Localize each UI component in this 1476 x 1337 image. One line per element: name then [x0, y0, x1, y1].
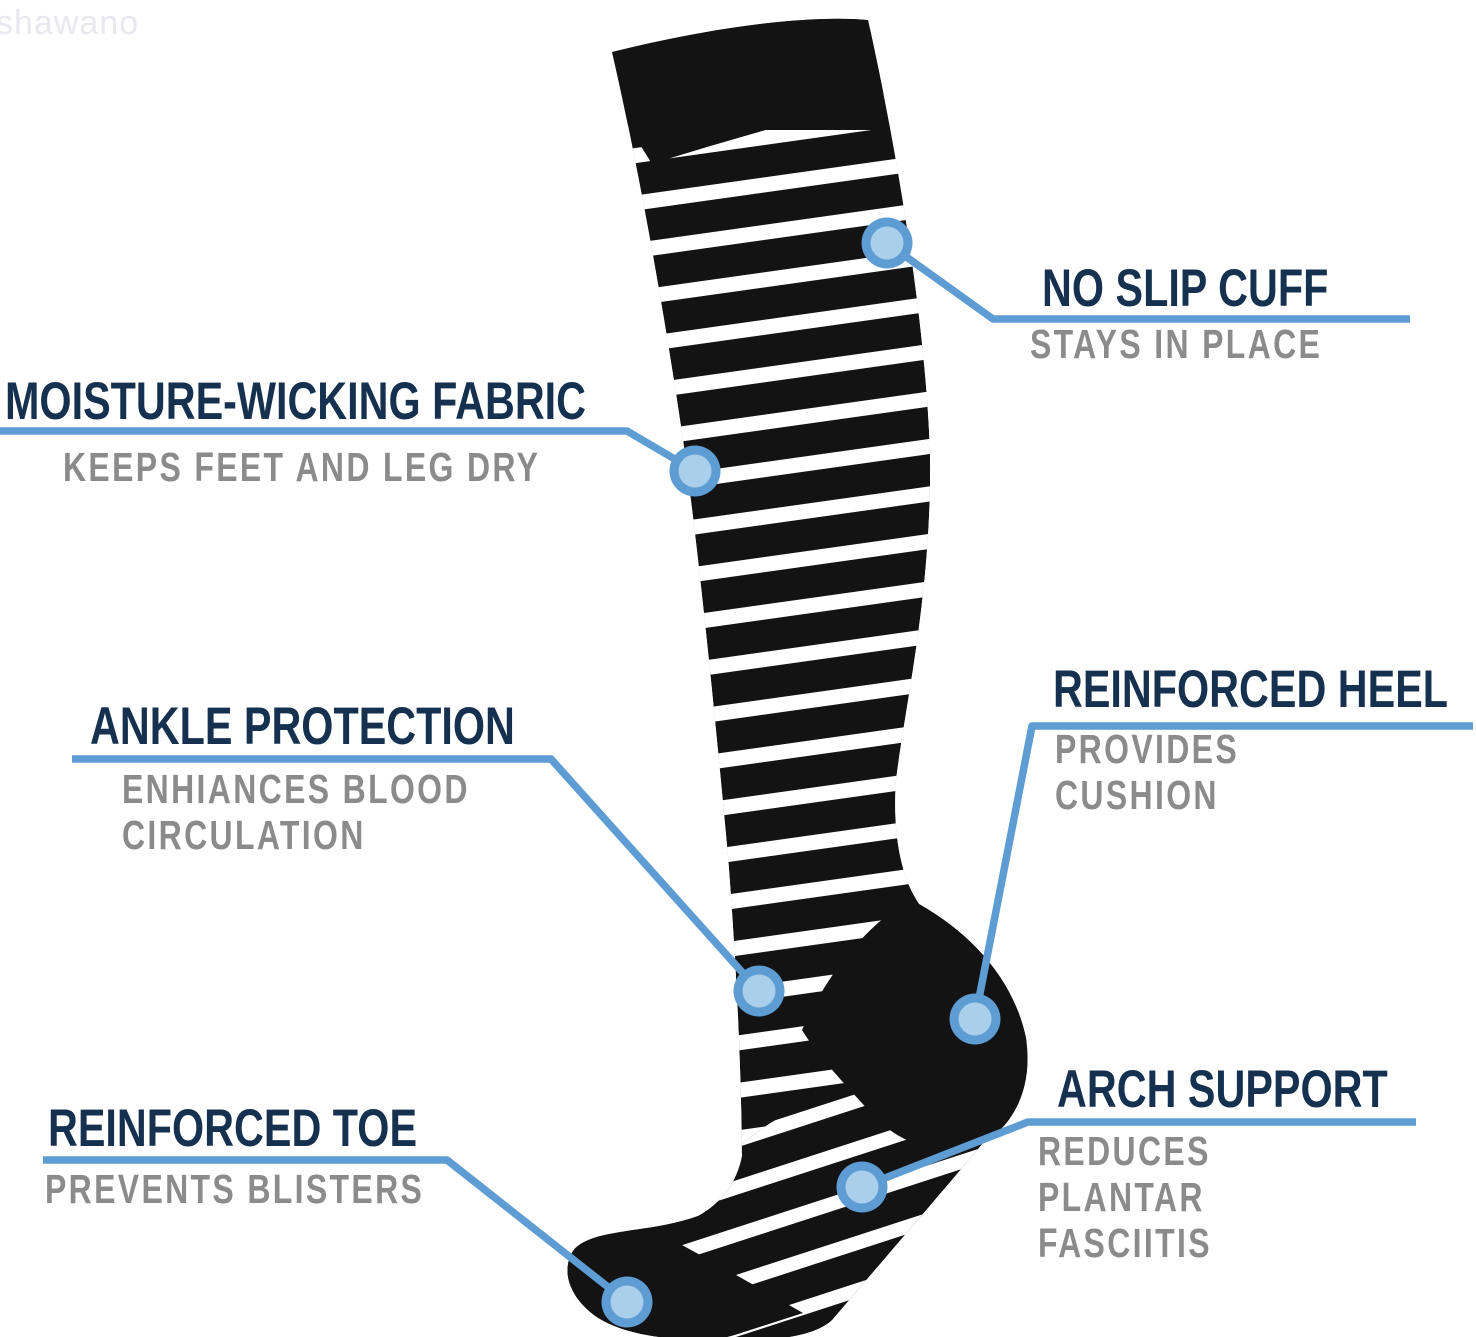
feature-title-arch-support: ARCH SUPPORT — [1057, 1063, 1476, 1116]
sock-heel — [802, 896, 1028, 1149]
callout-line-moisture-wicking — [0, 427, 697, 475]
callout-line-ankle-protection — [72, 755, 762, 994]
callout-line-no-slip-cuff — [884, 239, 1410, 323]
marker-no-slip-cuff — [861, 217, 913, 269]
feature-title-reinforced-toe: REINFORCED TOE — [48, 1102, 521, 1155]
feature-title: ARCH SUPPORT — [1057, 1060, 1388, 1119]
feature-subtitle: ENHIANCES BLOOD CIRCULATION — [122, 766, 470, 858]
marker-reinforced-heel — [949, 993, 1001, 1045]
feature-subtitle-reinforced-heel: PROVIDES CUSHION — [1055, 726, 1476, 819]
feature-subtitle-reinforced-toe: PREVENTS BLISTERS — [45, 1166, 531, 1213]
marker-moisture-wicking — [669, 445, 721, 497]
feature-title-moisture-wicking: MOISTURE-WICKING FABRIC — [5, 375, 750, 428]
marker-arch-support — [836, 1161, 888, 1213]
feature-title-reinforced-heel: REINFORCED HEEL — [1053, 663, 1476, 716]
feature-subtitle: STAYS IN PLACE — [1030, 321, 1323, 367]
feature-title: REINFORCED TOE — [48, 1099, 418, 1158]
callout-line-arch-support — [860, 1118, 1416, 1191]
feature-subtitle-arch-support: REDUCES PLANTAR FASCIITIS — [1038, 1128, 1476, 1267]
marker-ankle-protection — [733, 965, 785, 1017]
watermark: shawano — [0, 4, 140, 42]
feature-title: ANKLE PROTECTION — [90, 697, 515, 756]
feature-subtitle: KEEPS FEET AND LEG DRY — [63, 444, 541, 490]
feature-title: REINFORCED HEEL — [1053, 660, 1449, 719]
feature-subtitle: REDUCES PLANTAR FASCIITIS — [1038, 1128, 1212, 1266]
feature-title: MOISTURE-WICKING FABRIC — [5, 372, 587, 431]
callout-line-reinforced-heel — [971, 722, 1473, 1020]
feature-title-no-slip-cuff: NO SLIP CUFF — [1042, 262, 1409, 315]
callout-line-reinforced-toe — [43, 1156, 630, 1305]
feature-subtitle-moisture-wicking: KEEPS FEET AND LEG DRY — [63, 444, 675, 491]
feature-title-ankle-protection: ANKLE PROTECTION — [90, 700, 635, 753]
feature-subtitle: PROVIDES CUSHION — [1055, 726, 1239, 818]
marker-reinforced-toe — [601, 1276, 653, 1328]
feature-subtitle-ankle-protection: ENHIANCES BLOOD CIRCULATION — [122, 766, 568, 859]
feature-subtitle-no-slip-cuff: STAYS IN PLACE — [1030, 321, 1405, 368]
feature-subtitle: PREVENTS BLISTERS — [45, 1166, 425, 1212]
feature-title: NO SLIP CUFF — [1042, 259, 1329, 318]
